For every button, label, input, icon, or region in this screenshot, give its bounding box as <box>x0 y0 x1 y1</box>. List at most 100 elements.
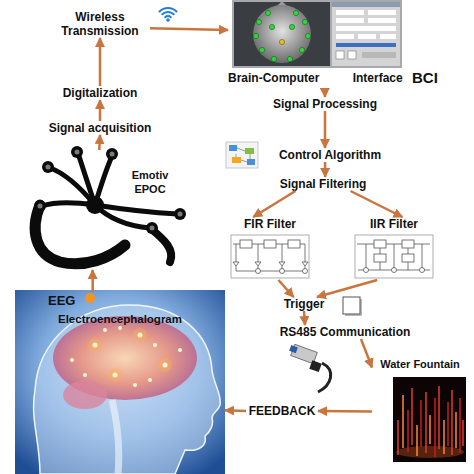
bci-screenshot <box>362 52 396 58</box>
fountain-photo <box>396 446 464 458</box>
iir-circuit <box>364 268 369 273</box>
wifi-symbol <box>160 8 177 22</box>
step-label: Digitalization <box>45 86 155 100</box>
brain-illustration <box>15 290 225 474</box>
bci-screenshot <box>336 26 396 31</box>
iir-circuit <box>402 240 414 248</box>
fountain-node: Water Fountain <box>372 357 468 462</box>
eeg-headset <box>95 205 178 214</box>
node-text: RS485 Communication <box>265 325 425 339</box>
control-algorithm-icon <box>229 145 237 151</box>
fir-circuit <box>231 235 309 278</box>
bci-screenshot <box>332 2 400 66</box>
fir-circuit <box>256 269 261 274</box>
brain-illustration <box>133 383 137 387</box>
fir-circuit <box>231 235 309 278</box>
eeg-headset <box>178 212 183 217</box>
usb-adapter <box>309 360 321 372</box>
brain-illustration <box>103 328 107 332</box>
wifi-symbol <box>165 16 171 17</box>
filter-node: FIR Filter <box>228 217 312 280</box>
bci-screenshot <box>336 18 364 23</box>
eeg-headset <box>75 150 80 155</box>
wifi-symbol <box>162 12 173 14</box>
fir-circuit <box>233 244 305 262</box>
brain-illustration <box>138 333 143 338</box>
brain-illustration <box>118 326 122 330</box>
bci-screenshot <box>279 39 284 44</box>
eeg-headset <box>35 205 125 264</box>
bci-screenshot <box>380 34 396 39</box>
control-algorithm-icon <box>226 142 258 168</box>
brain-illustration <box>93 343 98 348</box>
brain-illustration <box>112 400 119 474</box>
iir-circuit <box>402 254 414 262</box>
headset-node: Emotiv EPOC <box>25 150 190 270</box>
flow-arrow <box>317 280 377 297</box>
eeg-headset <box>34 146 186 264</box>
flow-arrow <box>150 28 228 30</box>
step-label: RS485 Communication <box>265 325 425 339</box>
fountain-photo <box>443 420 445 454</box>
bci-screenshot <box>368 18 396 23</box>
eeg-headset <box>106 148 118 160</box>
fir-circuit <box>280 269 285 274</box>
bci-screenshot <box>336 43 396 47</box>
filter-node: IIR Filter <box>352 217 436 280</box>
node-text: Emotiv EPOC <box>123 168 177 196</box>
flow-arrow <box>324 88 327 97</box>
brain-illustration <box>163 363 168 368</box>
control-algorithm-icon <box>232 157 241 163</box>
bci-screenshot <box>293 10 298 15</box>
fountain-photo <box>416 425 418 456</box>
flow-arrow <box>98 135 101 150</box>
brain-illustration <box>70 358 74 362</box>
bci-screenshot <box>253 33 258 38</box>
iir-circuit <box>374 240 386 248</box>
flow-arrow <box>91 270 94 292</box>
usb-adapter <box>289 344 330 392</box>
bci-screenshot <box>265 10 270 15</box>
eeg-headset <box>86 196 104 214</box>
fir-circuit <box>240 240 252 248</box>
fountain-photo <box>407 410 409 452</box>
iir-circuit <box>420 268 425 273</box>
eeg-headset <box>174 208 186 220</box>
brain-illustration <box>15 290 225 474</box>
bci-screenshot <box>332 2 400 7</box>
flow-arrow <box>324 111 327 148</box>
brain-illustration <box>113 373 118 378</box>
iir-circuit <box>355 235 433 278</box>
fir-circuit <box>303 269 308 274</box>
node-text: Signal acquisition <box>30 121 170 135</box>
bci-screenshot <box>232 0 402 68</box>
flow-arrow <box>225 409 246 412</box>
control-algorithm-icon <box>245 148 254 154</box>
flow-arrow <box>99 38 102 86</box>
eeg-headset <box>150 226 155 231</box>
node-text: FIR Filter <box>228 217 312 231</box>
fir-circuit <box>233 262 308 266</box>
fir-circuit <box>236 266 305 271</box>
iir-circuit <box>392 268 397 273</box>
eeg-headset <box>110 152 115 157</box>
eeg-headset <box>46 165 51 170</box>
flow-arrow <box>253 191 295 217</box>
eeg-headset <box>34 200 46 212</box>
flow-arrow <box>361 339 372 368</box>
bci-screenshot <box>358 34 376 39</box>
bci-screenshot <box>299 47 304 52</box>
node-text: EEG <box>48 294 75 308</box>
bci-screenshot <box>336 10 364 15</box>
bci-screenshot <box>259 47 264 52</box>
brain-illustration <box>108 368 122 382</box>
bci-screenshot <box>305 33 310 38</box>
fountain-photo <box>425 392 427 453</box>
step-label: FEEDBACK <box>246 404 318 418</box>
node-text: IIR Filter <box>352 217 436 231</box>
fountain-photo <box>462 420 464 446</box>
fountain-photo <box>397 420 399 455</box>
bci-screenshot <box>253 5 311 63</box>
fountain-photo <box>451 390 453 455</box>
node-text: Wireless Transmission <box>50 10 150 38</box>
